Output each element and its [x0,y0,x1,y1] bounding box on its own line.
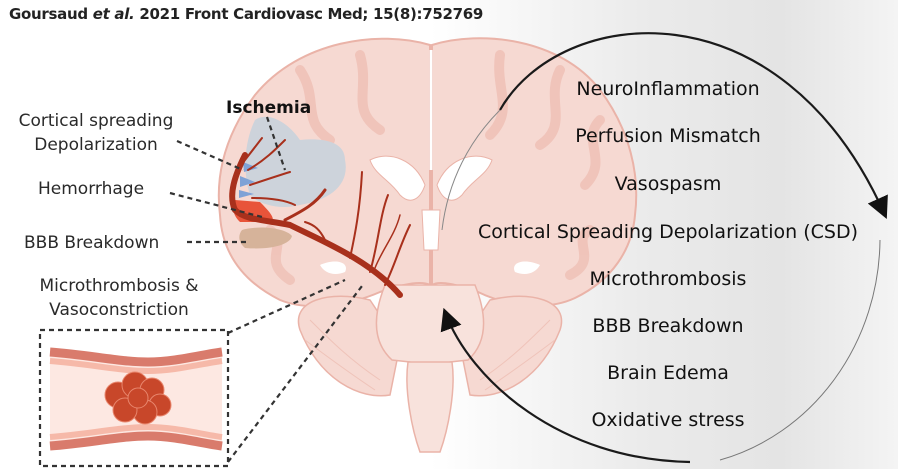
label-csd-line2: Depolarization [34,135,158,155]
brainstem-cerebellum [297,284,563,453]
cycle-circle-outline [719,239,881,461]
citation-authors: Goursaud [9,5,88,23]
label-hemorrhage: Hemorrhage [38,179,145,199]
cycle-item: NeuroInflammation [576,78,760,100]
label-ischemia: Ischemia [226,98,312,118]
cycle-item: Microthrombosis [589,268,747,290]
cycle-item: BBB Breakdown [592,315,744,337]
cycle-arrow-top [499,32,888,220]
bbb-breakdown-region [239,227,292,249]
citation-etal: et al. [92,5,135,23]
leader-micro-top [227,278,346,335]
citation-source: 2021 Front Cardiovasc Med; 15(8):752769 [139,5,484,23]
leader-lines [38,116,363,468]
label-bbb-breakdown: BBB Breakdown [24,233,160,253]
csd-marks [239,162,258,198]
inset-frame [38,328,230,468]
vessel-inset [49,347,223,451]
cycle-item: Oxidative stress [591,409,745,431]
thrombus [104,371,172,425]
cycle-item: Brain Edema [607,362,729,384]
leader-csd [176,139,244,172]
cycle-item: Vasospasm [614,173,722,195]
label-microthrombosis: Microthrombosis & [39,276,199,296]
cycle-item: Cortical Spreading Depolarization (CSD) [477,221,859,243]
cerebral-artery [229,137,411,298]
leader-ischemia [265,116,287,171]
cycle-item: Perfusion Mismatch [575,125,761,147]
ischemia-region [245,116,346,207]
cycle-arrow-bottom [440,307,691,464]
cycle-diagram [440,32,888,464]
label-vasoconstriction: Vasoconstriction [49,300,189,320]
leader-hemorrhage [169,191,263,219]
lateral-ventricle-left [369,155,426,201]
label-csd-line1: Cortical spreading [18,111,174,131]
citation: Goursaud et al. 2021 Front Cardiovasc Me… [9,5,483,23]
leader-micro-bottom [227,285,363,463]
